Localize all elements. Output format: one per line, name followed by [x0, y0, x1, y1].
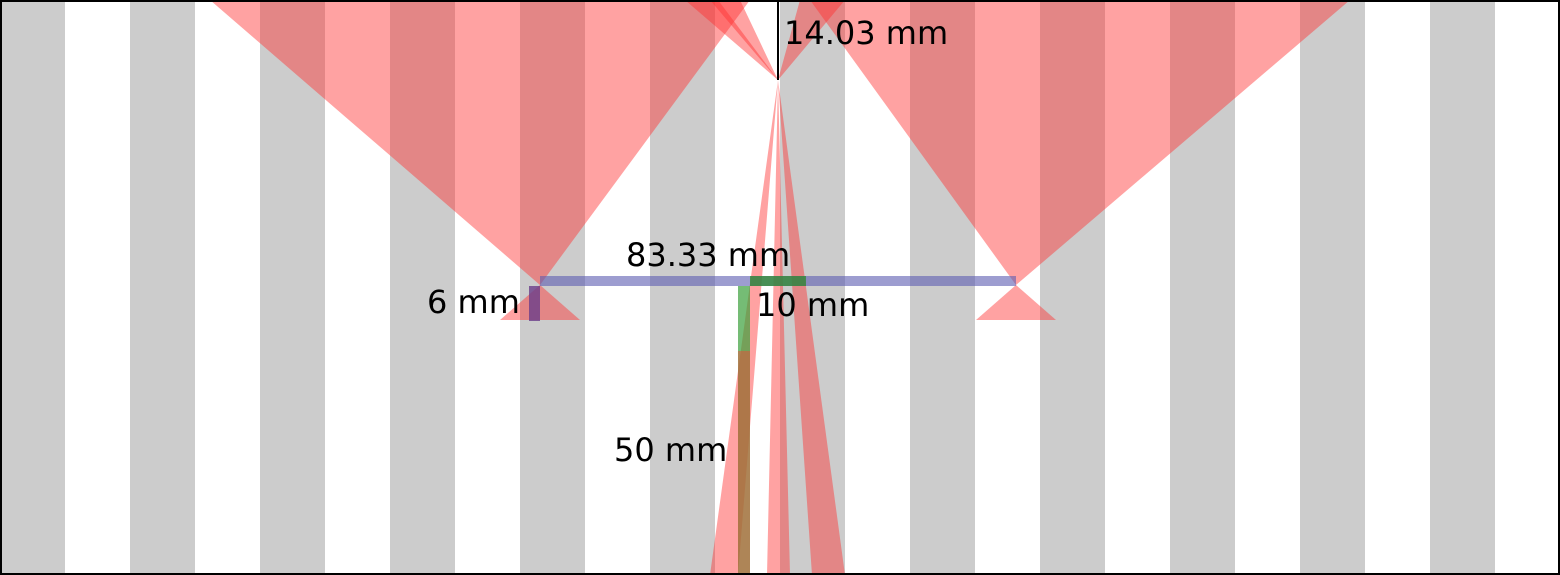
gap-bar — [750, 276, 806, 286]
right-pupil-triangle — [976, 285, 1056, 320]
center-ray-a — [710, 0, 845, 575]
stripe — [1170, 0, 1235, 575]
gap-width-label: 10 mm — [756, 286, 869, 324]
stripe — [0, 0, 65, 575]
stripe — [650, 0, 715, 575]
stripe — [1040, 0, 1105, 575]
stripe — [1300, 0, 1365, 575]
left-narrow-ray — [685, 0, 790, 575]
stripe — [1430, 0, 1495, 575]
stripe — [390, 0, 455, 575]
stripe — [910, 0, 975, 575]
stripe — [260, 0, 325, 575]
depth-label: 50 mm — [614, 431, 727, 469]
spacing-label: 83.33 mm — [626, 236, 790, 274]
stripe — [130, 0, 195, 575]
depth-bar — [738, 351, 750, 575]
gap-vertical-bar — [738, 286, 750, 351]
left-view-cone — [210, 0, 750, 285]
stripe — [780, 0, 845, 575]
pupil-width-label: 6 mm — [427, 283, 520, 321]
right-view-cone — [810, 0, 1350, 285]
pupil-width-bar — [529, 286, 540, 321]
apex-height-label: 14.03 mm — [784, 14, 948, 52]
stripe-pattern — [0, 0, 1495, 575]
